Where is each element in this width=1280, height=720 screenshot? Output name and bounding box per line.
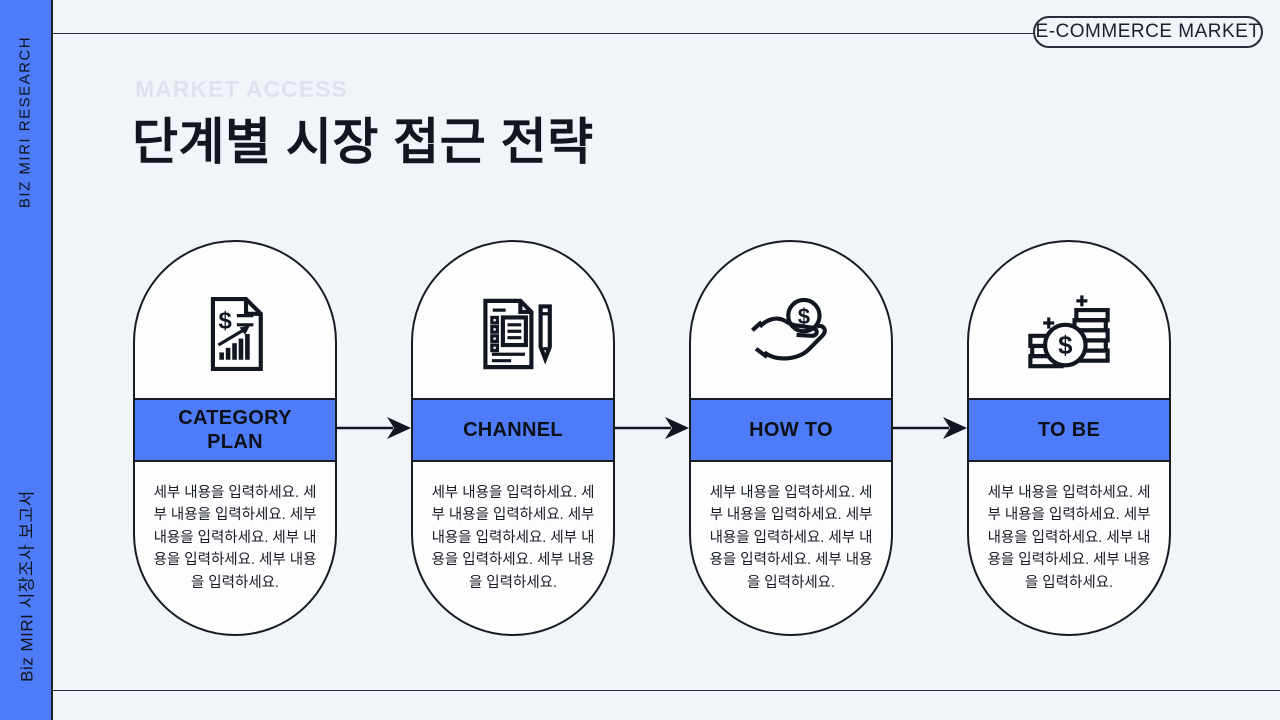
step-label-band: HOW TO	[691, 398, 891, 462]
step-capsule-to-be: $ TO BE 세부 내용을 입력하세요. 세부 내용을 입력하세요. 세부 내…	[967, 240, 1171, 636]
step-label: CHANNEL	[463, 419, 563, 441]
arrow-icon	[893, 417, 967, 439]
step-body-text: 세부 내용을 입력하세요. 세부 내용을 입력하세요. 세부 내용을 입력하세요…	[709, 485, 873, 591]
arrow-icon	[337, 417, 411, 439]
step-label: CATEGORY PLAN	[178, 407, 292, 453]
step-body-text: 세부 내용을 입력하세요. 세부 내용을 입력하세요. 세부 내용을 입력하세요…	[987, 485, 1151, 591]
top-divider	[53, 33, 1033, 34]
sidebar: BIZ MIRI RESEARCH Biz MIRI 시장조사 보고서	[0, 0, 53, 720]
hand-coin-icon: $	[691, 288, 891, 380]
sidebar-bottom-label: Biz MIRI 시장조사 보고서	[17, 490, 37, 682]
step-label: TO BE	[1037, 419, 1101, 441]
step-capsule-category-plan: $ CATEGORY PLAN 세부 내용을 입력하세요. 세부 내용을 입력하…	[133, 240, 337, 636]
step-capsule-channel: CHANNEL 세부 내용을 입력하세요. 세부 내용을 입력하세요. 세부 내…	[411, 240, 615, 636]
svg-text:$: $	[798, 304, 810, 329]
bottom-divider	[53, 690, 1280, 691]
coin-stacks-icon: $	[969, 288, 1169, 380]
checklist-pen-icon	[413, 288, 613, 380]
step-label: HOW TO	[749, 419, 833, 441]
sales-report-icon: $	[135, 288, 335, 380]
arrow-icon	[615, 417, 689, 439]
sidebar-top-label: BIZ MIRI RESEARCH	[16, 35, 34, 209]
page-title: 단계별 시장 접근 전략	[132, 114, 594, 170]
step-body-text: 세부 내용을 입력하세요. 세부 내용을 입력하세요. 세부 내용을 입력하세요…	[431, 485, 595, 591]
step-label-band: CATEGORY PLAN	[135, 398, 335, 462]
step-label-band: TO BE	[969, 398, 1169, 462]
eyebrow-text: MARKET ACCESS	[135, 76, 348, 102]
badge-ecommerce-market: E-COMMERCE MARKET	[1033, 16, 1263, 48]
step-label-band: CHANNEL	[413, 398, 613, 462]
svg-text:$: $	[218, 307, 231, 334]
svg-text:$: $	[1058, 332, 1072, 360]
step-capsule-how-to: $ HOW TO 세부 내용을 입력하세요. 세부 내용을 입력하세요. 세부 …	[689, 240, 893, 636]
step-body-text: 세부 내용을 입력하세요. 세부 내용을 입력하세요. 세부 내용을 입력하세요…	[153, 485, 317, 591]
